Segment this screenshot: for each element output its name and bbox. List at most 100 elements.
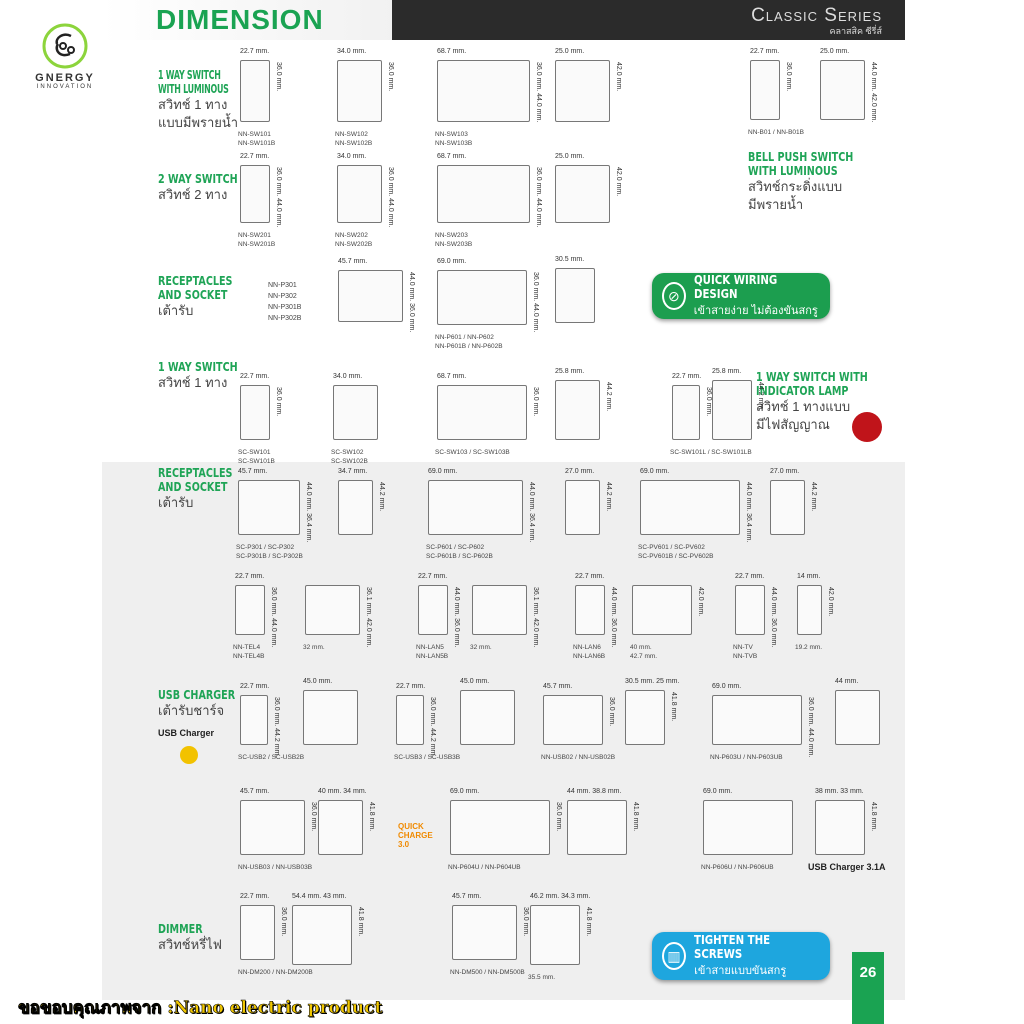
height-dimension: 36.0 mm. <box>532 387 539 417</box>
height-dimension: 36.0 mm. 44.2 mm. <box>273 697 280 758</box>
product-outline <box>452 905 517 960</box>
product-outline <box>735 585 765 635</box>
product-outline <box>712 380 752 440</box>
credit-caption: ขอขอบคุณภาพจาก :Nano electric product <box>18 998 383 1019</box>
product-outline <box>235 585 265 635</box>
product-outline <box>337 165 382 223</box>
product-outline <box>437 270 527 325</box>
height-dimension: 36.0 mm. 44.0 mm. <box>535 62 542 123</box>
width-dimension: 27.0 mm. <box>770 468 800 475</box>
width-dimension: 44 mm. <box>835 678 859 685</box>
product-outline <box>575 585 605 635</box>
width-dimension: 69.0 mm. <box>450 788 480 795</box>
logo-subtitle: INNOVATION <box>36 84 94 90</box>
width-dimension: 45.0 mm. <box>303 678 333 685</box>
product-outline <box>303 690 358 745</box>
section-th: สวิทช์ 2 ทาง <box>158 187 228 202</box>
product-outline <box>337 60 382 122</box>
section-en: RECEPTACLES AND SOCKET <box>158 466 233 494</box>
width-dimension: 22.7 mm. <box>672 373 702 380</box>
product-outline <box>567 800 627 855</box>
height-dimension: 44.0 mm. 42.0 mm. <box>870 62 877 123</box>
toggle-lamp-icon <box>852 412 882 442</box>
width-dimension: 22.7 mm. <box>735 573 765 580</box>
height-dimension: 44.0 mm. 36.0 mm. <box>610 587 617 648</box>
height-dimension: 36.0 mm. 44.2 mm. <box>429 697 436 758</box>
width-dimension: 40 mm. 34 mm. <box>318 788 367 795</box>
screw-icon: ▥ <box>662 942 687 970</box>
height-dimension: 36.1 mm. 42.0 mm. <box>365 587 372 648</box>
section-en: 1 WAY SWITCH <box>158 360 238 374</box>
section-th: สวิทช์ 1 ทางแบบ มีไฟสัญญาณ <box>756 399 851 432</box>
page-number: 26 <box>852 952 884 1024</box>
width-dimension: 30.5 mm. <box>555 256 585 263</box>
width-dimension: 22.7 mm. <box>418 573 448 580</box>
height-dimension: 42.0 mm. <box>697 587 704 617</box>
product-outline <box>305 585 360 635</box>
product-outline <box>240 60 270 122</box>
width-dimension: 54.4 mm. 43 mm. <box>292 893 347 900</box>
product-outline <box>835 690 880 745</box>
product-outline <box>318 800 363 855</box>
height-dimension: 36.0 mm. <box>310 802 317 832</box>
section-en: RECEPTACLES AND SOCKET <box>158 274 233 302</box>
width-dimension: 45.7 mm. <box>338 258 368 265</box>
model-number: NN-DM500 / NN-DM500B <box>450 969 525 976</box>
model-number: SC-SW102 SC-SW102B <box>331 449 368 465</box>
height-dimension: 42.0 mm. <box>615 167 622 197</box>
height-dimension: 41.8 mm. <box>368 802 375 832</box>
width-dimension: 22.7 mm. <box>240 893 270 900</box>
product-outline <box>625 690 665 745</box>
product-outline <box>428 480 523 535</box>
height-dimension: 36.0 mm. <box>522 907 529 937</box>
logo-icon <box>42 23 88 69</box>
product-outline <box>240 800 305 855</box>
product-outline <box>240 695 268 745</box>
width-dimension: 25.0 mm. <box>820 48 850 55</box>
model-number: NN-SW101 NN-SW101B <box>238 131 276 147</box>
width-dimension: 25.0 mm. <box>555 153 585 160</box>
page-title: DIMENSION <box>156 4 324 35</box>
product-outline <box>530 905 580 965</box>
model-number: NN-DM200 / NN-DM200B <box>238 969 313 976</box>
width-dimension: 14 mm. <box>797 573 821 580</box>
width-dimension: 45.7 mm. <box>238 468 268 475</box>
height-dimension: 44.0 mm. 36.4 mm. <box>305 482 312 543</box>
height-dimension: 36.0 mm. <box>275 387 282 417</box>
no-screw-icon: ⊘ <box>662 282 686 310</box>
product-outline <box>292 905 352 965</box>
height-dimension: 36.0 mm. 44.0 mm. <box>807 697 814 758</box>
height-dimension: 36.0 mm. <box>275 62 282 92</box>
width-dimension: 22.7 mm. <box>240 683 270 690</box>
model-number: NN-LAN6 NN-LAN6B <box>573 644 606 660</box>
section-en: 2 WAY SWITCH <box>158 172 238 186</box>
product-outline <box>460 690 515 745</box>
section-th: สวิทช์กระดิ่งแบบ มีพรายน้ำ <box>748 179 843 212</box>
model-number: 19.2 mm. <box>795 644 823 651</box>
height-dimension: 36.0 mm. 44.0 mm. <box>270 587 277 648</box>
model-number: NN-USB03 / NN-USB03B <box>238 864 313 871</box>
series-title: Classic Series <box>751 5 882 26</box>
width-dimension: 68.7 mm. <box>437 373 467 380</box>
model-number: SC-SW101 SC-SW101B <box>238 449 275 465</box>
model-number: NN-P606U / NN-P606UB <box>701 864 774 871</box>
width-dimension: 22.7 mm. <box>235 573 265 580</box>
model-number: SC-PV601 / SC-PV602 SC-PV601B / SC-PV602… <box>638 544 714 560</box>
logo-name: GNERGY <box>35 72 95 84</box>
product-outline <box>450 800 550 855</box>
width-dimension: 22.7 mm. <box>240 153 270 160</box>
model-number: NN-B01 / NN-B01B <box>748 129 804 136</box>
width-dimension: 30.5 mm. 25 mm. <box>625 678 680 685</box>
section-en: USB CHARGER <box>158 688 236 702</box>
height-dimension: 44.0 mm. 36.4 mm. <box>745 482 752 543</box>
product-outline <box>437 385 527 440</box>
product-outline <box>815 800 865 855</box>
width-dimension: 22.7 mm. <box>240 48 270 55</box>
product-outline <box>437 60 530 122</box>
height-dimension: 44.2 mm. <box>757 382 764 412</box>
model-number: NN-P603U / NN-P603UB <box>710 754 783 761</box>
model-number: NN-SW202 NN-SW202B <box>335 232 373 248</box>
product-outline <box>333 385 378 440</box>
width-dimension: 34.0 mm. <box>337 153 367 160</box>
height-dimension: 36.0 mm. 44.0 mm. <box>275 167 282 228</box>
